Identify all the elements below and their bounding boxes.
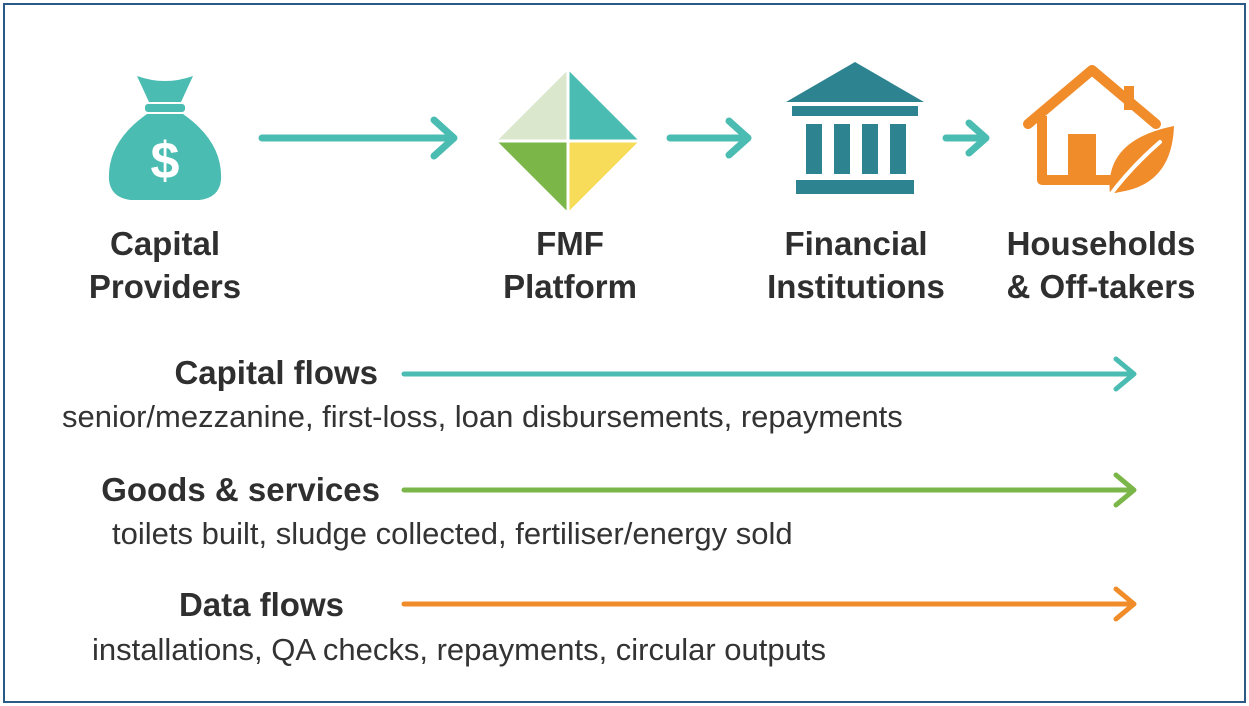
flow-title-capital: Capital flows [174, 354, 378, 391]
node-label-line: Capital [109, 225, 221, 262]
flow-title-goods: Goods & services [101, 471, 380, 508]
node-label-capital-providers: Capital Providers [50, 222, 280, 308]
flow-desc-goods: toilets built, sludge collected, fertili… [112, 516, 793, 551]
node-label-line: & Off-takers [1006, 268, 1196, 305]
money-bag-icon: $ [108, 76, 222, 200]
node-label-line: Providers [88, 268, 242, 305]
dollar-sign: $ [151, 132, 180, 190]
node-label-line: Financial [784, 225, 928, 262]
bank-icon [786, 62, 924, 194]
node-label-line: Households [1006, 225, 1196, 262]
diamond-logo-icon [497, 70, 639, 212]
node-label-line: FMF [536, 225, 604, 262]
node-label-line: Platform [503, 268, 637, 305]
node-label-households-offtakers: Households & Off-takers [978, 222, 1224, 308]
house-leaf-icon [1023, 65, 1174, 200]
node-label-line: Institutions [767, 268, 945, 305]
node-label-fmf-platform: FMF Platform [460, 222, 680, 308]
flow-desc-capital: senior/mezzanine, first-loss, loan disbu… [62, 399, 903, 434]
flow-desc-data: installations, QA checks, repayments, ci… [92, 632, 826, 667]
node-label-financial-institutions: Financial Institutions [745, 222, 967, 308]
flow-title-data: Data flows [178, 586, 344, 623]
